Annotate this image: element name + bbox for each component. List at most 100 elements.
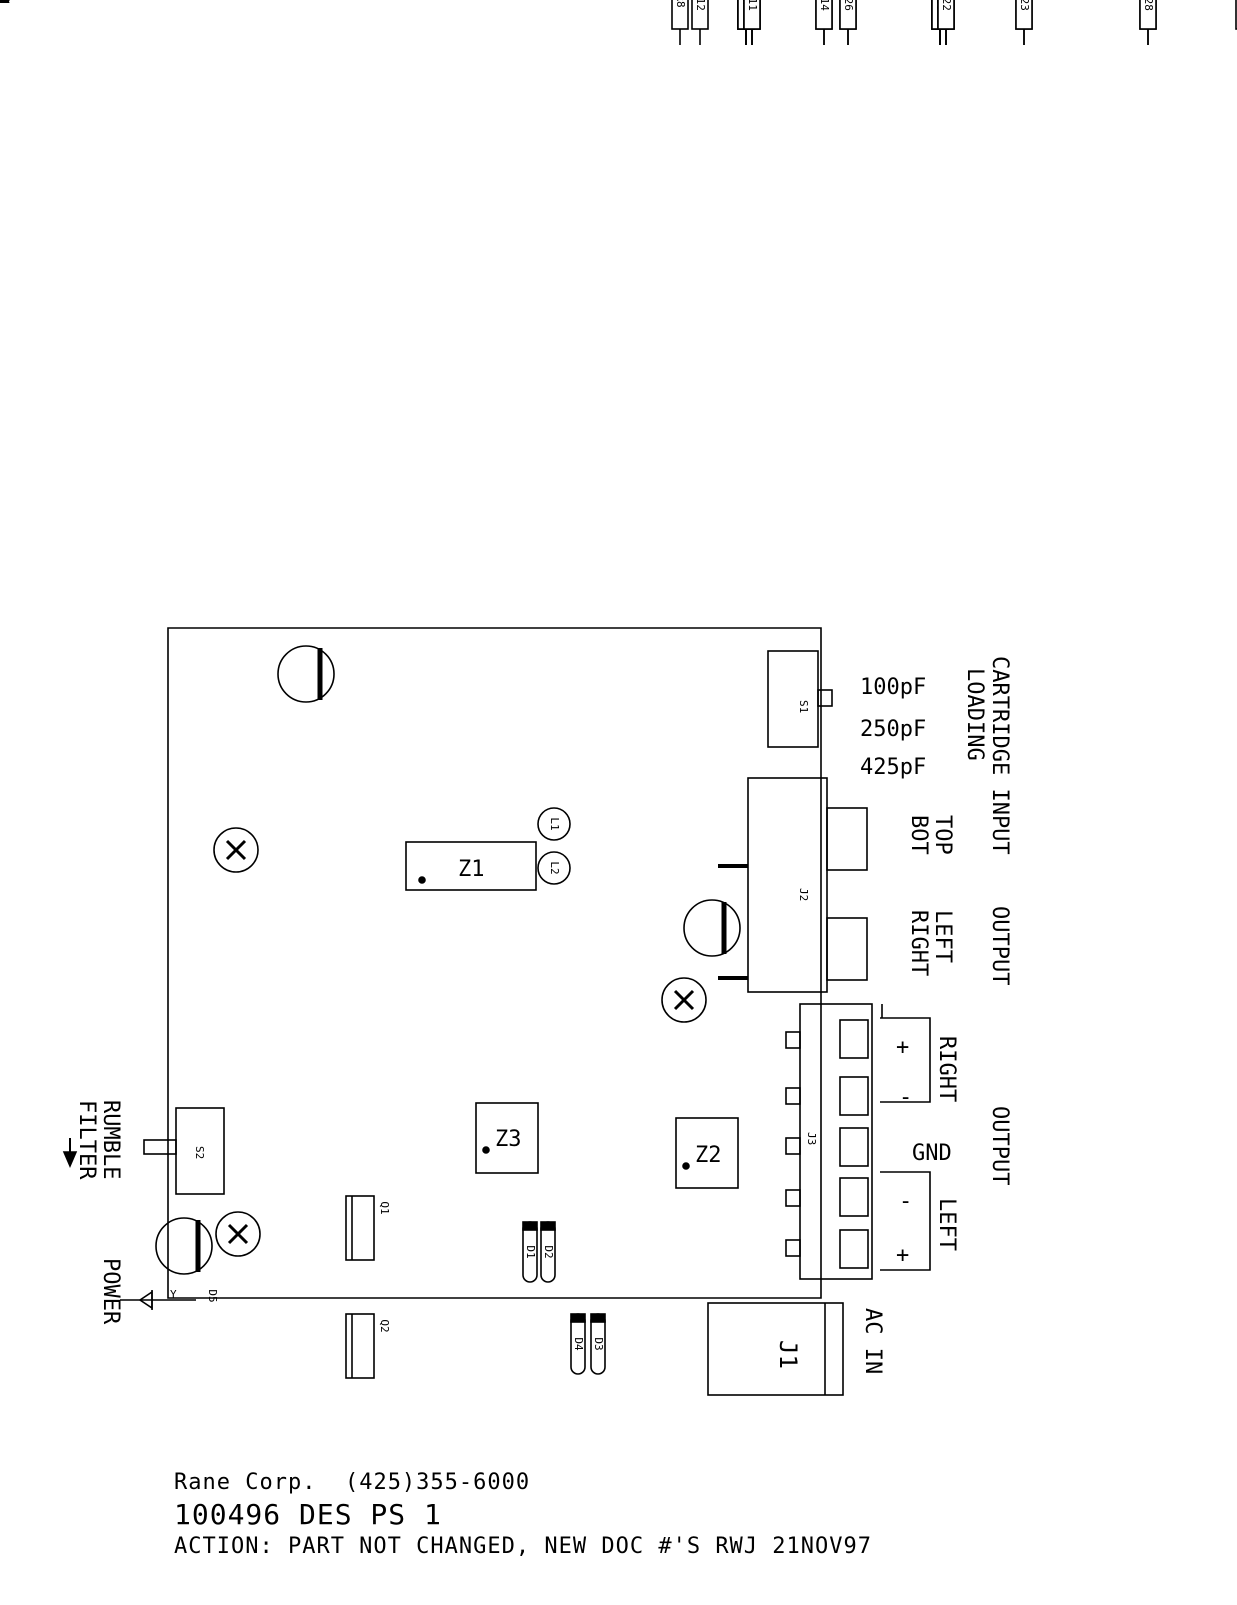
capacitor-c5[interactable]: C5 [0,0,7,6]
diode-d2[interactable]: D2 [540,1221,556,1283]
led-d5[interactable]: D5 [120,1289,219,1310]
capacitor-c4[interactable]: C4 [0,0,7,6]
jumper-w21[interactable]: W21 [0,0,1132,6]
connector-j2[interactable]: J2 [718,777,868,993]
jumper-w7[interactable]: W7 [0,0,752,6]
transistor-q1[interactable]: Q1 [345,1195,391,1261]
capacitor-c14[interactable]: C14 [0,0,10,6]
ic-z2[interactable]: Z2 [675,1117,739,1189]
jumper-w6[interactable]: W6 [0,0,982,6]
capacitor-c30[interactable]: C30 [0,0,10,6]
svg-text:R8: R8 [674,0,687,8]
jumper-w2[interactable]: W2 [0,0,698,6]
capacitor-c29[interactable]: C29 [0,0,10,6]
inductor-l2[interactable]: L2 [537,851,571,885]
jumper-w16[interactable]: W16 [0,0,1030,6]
switch-s1[interactable]: S1 [767,650,833,748]
capacitor-c6[interactable]: C6 [0,0,7,6]
diode-d1[interactable]: D1 [522,1221,538,1283]
switch-s2[interactable]: S2 [143,1107,225,1195]
capacitor-c21[interactable]: C21 [0,0,10,6]
diode-d3[interactable]: D3 [590,1313,606,1375]
capacitor-c7[interactable]: C7 [0,0,7,6]
svg-text:W2: W2 [0,0,7,6]
jumper-w12[interactable]: W12 [0,0,1104,6]
jumper-w24[interactable]: W24 [0,0,1060,6]
transistor-q2[interactable]: Q2 [345,1313,391,1379]
jumper-w20[interactable]: W20 [0,0,1124,6]
capacitor-c3[interactable]: C3 [0,0,7,6]
resistor-r23[interactable]: R23 [1015,0,1033,45]
svg-text:C5: C5 [0,0,7,6]
jumper-w10[interactable]: W10 [0,0,1104,6]
capacitor-c42[interactable]: C42 [0,0,10,6]
jumper-w1[interactable]: W1 [0,0,698,6]
capacitor-c24[interactable]: C24 [0,0,10,6]
terminal-block-j3[interactable]: J3 [785,1003,873,1280]
jumper-w25[interactable]: W25 [0,0,1060,6]
svg-text:R12: R12 [694,0,707,11]
jumper-w22[interactable]: W22 [0,0,1104,6]
jumper-w19[interactable]: W19 [0,0,1146,6]
inductor-l1[interactable]: L1 [537,807,571,841]
jumper-w4[interactable]: W4 [0,0,848,6]
jumper-w3[interactable]: W3 [0,0,746,6]
capacitor-c13[interactable]: C13 [0,0,10,6]
capacitor-c19[interactable]: C19 [0,0,10,6]
jumper-w13[interactable]: W13 [0,0,1146,6]
svg-text:W4: W4 [0,0,7,6]
resistor-r12[interactable]: R12 [691,0,709,45]
svg-text:C20: C20 [0,0,10,6]
capacitor-c20[interactable]: C20 [0,0,10,6]
capacitor-c28[interactable]: C28 [0,0,10,6]
capacitor-c17[interactable]: C17 [0,0,10,6]
capacitor-c15[interactable]: C15 [0,0,10,6]
capacitor-c22[interactable]: C22 [0,0,10,6]
resistor-r14[interactable]: R14 [815,0,833,45]
ic-z1[interactable]: Z1 [405,841,537,891]
resistor-r28[interactable]: R28 [1139,0,1157,45]
capacitor-c32[interactable]: C32 [0,0,10,6]
jumper-w18[interactable]: W18 [0,0,1140,6]
capacitor-c25[interactable]: C25 [0,0,10,6]
resistor-r26[interactable]: R26 [839,0,857,45]
jumper-w9[interactable]: W9 [0,0,946,6]
diode-d4[interactable]: D4 [570,1313,586,1375]
capacitor-c36[interactable]: C36 [0,0,10,6]
jumper-w14[interactable]: W14 [0,0,1146,6]
capacitor-c16[interactable]: C16 [0,0,10,6]
capacitor-c10[interactable]: C10 [0,0,10,6]
connector-j1[interactable]: J1 [707,1302,844,1396]
capacitor-c34[interactable]: C34 [0,0,10,6]
capacitor-c1[interactable]: C1 [0,0,7,6]
ic-z3[interactable]: Z3 [475,1102,539,1174]
svg-text:C3: C3 [0,0,7,6]
jumper-w5[interactable]: W5 [0,0,848,6]
capacitor-c33[interactable]: C33 [0,0,10,6]
resistor-r8[interactable]: R8 [671,0,689,45]
capacitor-c2[interactable]: C2 [0,0,7,6]
jumper-w11[interactable]: W11 [0,0,1104,6]
capacitor-c23[interactable]: C23 [0,0,10,6]
capacitor-c8[interactable]: C8 [0,0,7,6]
capacitor-c41[interactable]: C41 [0,0,10,6]
jumper-w23[interactable]: W23 [0,0,1104,6]
jumpers: W1W2W3W4W5W6W7W8W9W10W11W12W13W14W16W17W… [0,0,1146,6]
capacitor-c9[interactable]: C9 [0,0,7,6]
capacitor-c31[interactable]: C31 [0,0,10,6]
capacitor-c27[interactable]: C27 [0,0,10,6]
capacitor-c37[interactable]: C37 [0,0,10,6]
resistor-r22[interactable]: R22 [937,0,955,45]
jumper-w17[interactable]: W17 [0,0,1140,6]
capacitor-c11[interactable]: C11 [0,0,10,6]
resistor-r11[interactable]: R11 [743,0,761,45]
svg-text:R26: R26 [842,0,855,11]
svg-text:W24: W24 [0,0,10,6]
capacitor-c26[interactable]: C26 [0,0,10,6]
capacitor-c18[interactable]: C18 [0,0,10,6]
capacitor-c43[interactable]: C43 [0,0,10,6]
jumper-w8[interactable]: W8 [0,0,852,6]
capacitor-c12[interactable]: C12 [0,0,10,6]
capacitor-c35[interactable]: C35 [0,0,10,6]
capacitor-c40[interactable]: C40 [0,0,10,6]
